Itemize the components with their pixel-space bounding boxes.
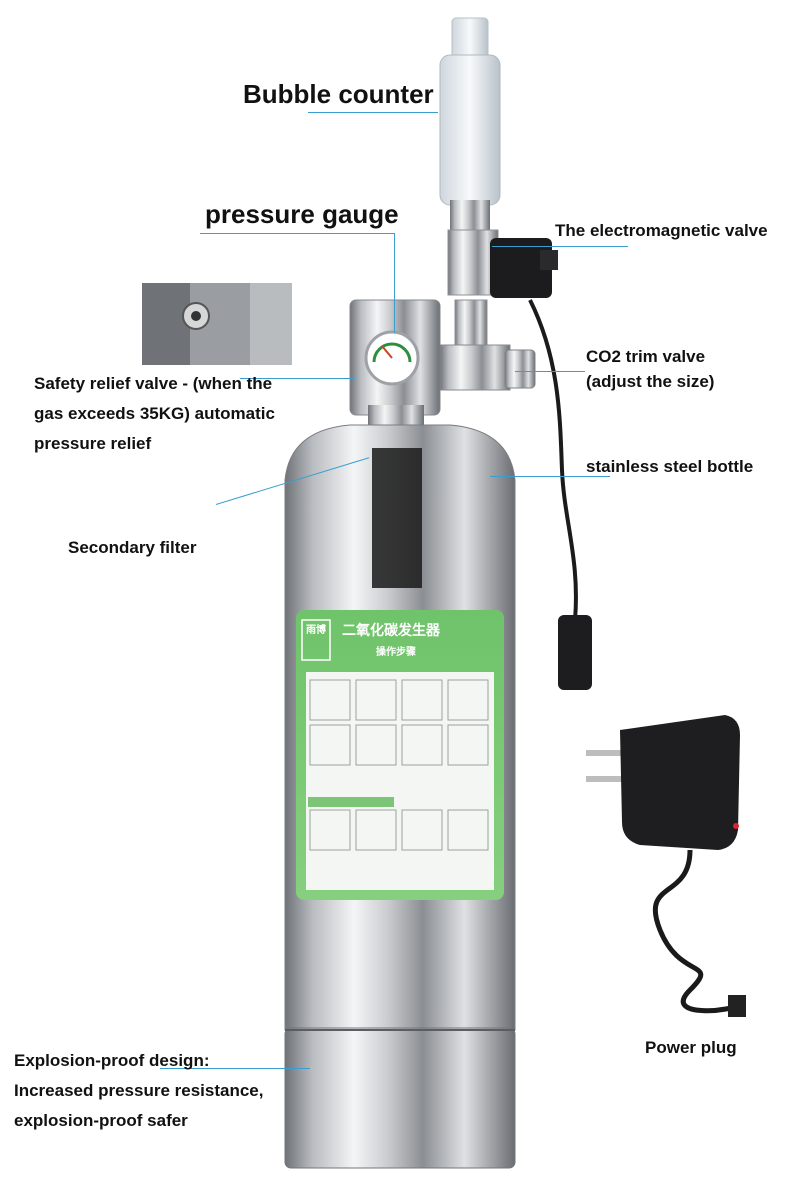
callout-line-trim-valve [515,371,585,372]
label-pressure-gauge: pressure gauge [205,199,399,229]
bottle-label-sticker [296,610,504,900]
trim-valve-illustration [439,299,536,391]
callout-line-electromagnetic-valve [492,246,628,247]
label-secondary-filter: Secondary filter [68,538,197,557]
regulator-head-illustration [349,299,441,430]
callout-line-bubble-counter [308,112,438,113]
bottle-label-logo: 雨博 [306,625,326,636]
electromagnetic-valve-illustration [447,229,592,690]
label-safety-relief-valve: Safety relief valve - (when the gas exce… [34,374,275,453]
callout-line-pressure-gauge [200,233,395,234]
callout-line-explosion-proof [160,1068,310,1069]
label-power-plug: Power plug [645,1038,737,1057]
bottle-label-title: 二氧化碳发生器 [342,622,440,638]
power-adapter-illustration [586,715,746,1017]
label-bubble-counter: Bubble counter [243,79,434,109]
callout-line-pressure-gauge-drop [394,233,395,333]
label-co2-trim-valve: CO2 trim valve (adjust the size) [586,347,715,391]
safety-valve-inset-photo [142,283,292,365]
label-electromagnetic-valve: The electromagnetic valve [555,221,768,240]
secondary-filter-window [372,448,422,588]
callout-line-steel-bottle [490,476,610,477]
label-stainless-steel-bottle: stainless steel bottle [586,457,754,476]
callout-line-safety-valve [240,378,355,379]
bubble-counter-illustration [439,17,501,230]
label-explosion-proof: Explosion-proof design: Increased pressu… [14,1051,264,1130]
bottle-label-subtitle: 操作步骤 [376,647,416,658]
